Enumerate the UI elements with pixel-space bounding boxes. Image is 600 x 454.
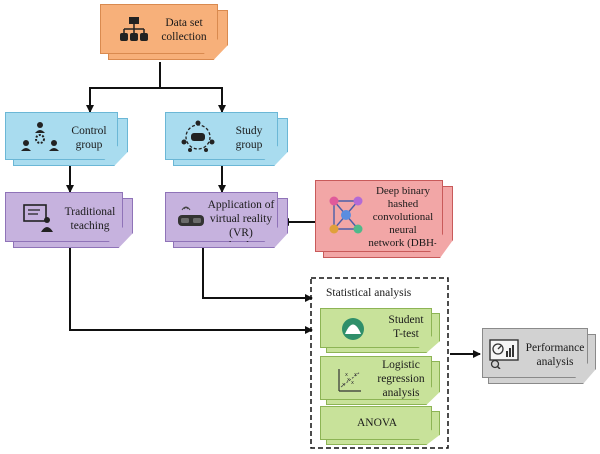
vr-goggles-icon [178,206,204,226]
node-vr-label-line3: (VR) technology [215,226,266,242]
node-anova-label: ANOVA [356,417,398,429]
node-logistic-label-line3: analysis [382,386,420,399]
node-dbhcnn-label-line2: hashed [387,197,419,210]
node-vr-label-line1: Application of [207,199,275,211]
node-control-label-line1: Control [71,125,107,137]
node-logistic-label-line2: regression [377,372,425,385]
node-dbhcnn-label-line4: neural [389,223,417,236]
node-performance-front: Performance analysis [482,328,588,378]
node-traditional-teaching: Traditional teaching [5,192,135,250]
bell-curve-icon [342,318,364,340]
node-control-front: Control group [5,112,118,160]
node-logistic-label: Logistic regression analysis [371,359,431,400]
connector-dataset-split [86,62,161,113]
node-anova-front: ANOVA [320,406,432,440]
node-vr-front: Application of virtual reality (VR) tech… [165,192,278,242]
node-dataset-label-line2: collection [161,30,207,43]
node-control-label-line2: group [75,138,103,151]
analytics-screen-icon [489,339,519,369]
node-dbhcnn-label-line5: network (DBH-CNN) [368,236,438,252]
node-traditional-label-line1: Traditional [64,206,116,218]
node-study-label-line2: group [235,138,263,151]
svg-text:x: x [354,372,357,378]
node-control-label: Control group [62,125,116,153]
node-dbhcnn-label-line1: Deep binary [375,185,431,197]
node-dataset-label: Data set collection [153,17,215,45]
node-dbhcnn-label-line3: convolutional [372,210,434,223]
node-study-front: Study group [165,112,278,160]
node-vr-label-line2: virtual reality [209,212,273,225]
node-anova: ANOVA [320,406,442,446]
node-ttest-label-line2: T-test [393,327,419,340]
node-traditional-front: Traditional teaching [5,192,123,242]
connector-dataset-to-study [160,87,226,113]
node-dataset-label-line1: Data set [165,17,203,29]
node-traditional-label-line2: teaching [70,219,110,232]
people-gear-icon [21,122,59,151]
node-logistic-label-line1: Logistic [382,359,420,371]
scatter-plot-icon: x x x x x [338,369,361,392]
statistical-analysis-frame [310,277,449,449]
node-ttest-label: Student T-test [381,314,431,342]
node-traditional-label: Traditional teaching [58,206,122,234]
node-performance-label-line2: analysis [536,355,574,368]
node-control-group: Control group [5,112,130,168]
node-performance-analysis: Performance analysis [482,328,598,386]
node-ttest-label-line1: Student [388,314,424,326]
node-logistic-front: x x x x x Logistic regression analysis [320,356,432,400]
node-dataset-front: Data set collection [100,4,218,54]
node-dataset: Data set collection [100,4,230,62]
connector-traditional-to-stats [69,246,313,334]
statistical-analysis-title: Statistical analysis [326,287,412,299]
vr-headset-group-icon [181,120,215,152]
node-dbhcnn-front: Deep binary hashed convolutional neural … [315,180,443,252]
node-logistic-regression: x x x x x Logistic regression analysis [320,356,442,406]
node-performance-label: Performance analysis [523,342,587,370]
node-study-group: Study group [165,112,290,168]
node-study-label-line1: Study [235,125,263,137]
svg-text:x: x [351,380,354,386]
svg-text:x: x [342,382,345,388]
neural-network-icon [329,196,363,234]
svg-text:x: x [347,377,350,383]
teacher-board-icon [23,204,53,232]
connector-vr-to-stats [202,246,313,302]
node-dbhcnn-label: Deep binary hashed convolutional neural … [364,185,442,252]
database-network-icon [120,17,148,41]
node-performance-label-line1: Performance [525,342,585,354]
node-student-ttest: Student T-test [320,308,442,354]
node-study-label: Study group [222,125,276,153]
node-vr-label: Application of virtual reality (VR) tech… [204,199,278,242]
node-ttest-front: Student T-test [320,308,432,348]
node-dbh-cnn: Deep binary hashed convolutional neural … [315,180,455,260]
node-vr-application: Application of virtual reality (VR) tech… [165,192,290,250]
svg-text:x: x [345,372,348,378]
